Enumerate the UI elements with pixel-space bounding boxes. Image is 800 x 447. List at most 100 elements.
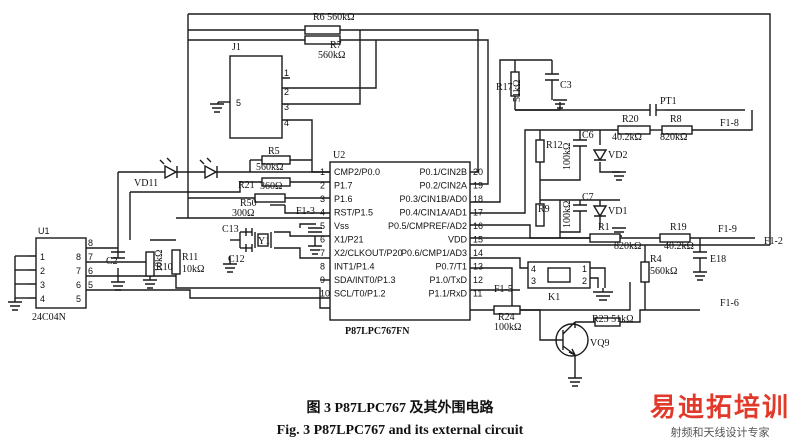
svg-text:820kΩ: 820kΩ (614, 241, 641, 252)
svg-text:VD2: VD2 (608, 150, 627, 161)
svg-text:5: 5 (76, 294, 81, 304)
svg-text:R1: R1 (598, 222, 610, 233)
relay-k1: 4 3 1 2 (527, 261, 591, 289)
crystal-y1 (254, 232, 272, 248)
svg-text:K1: K1 (548, 292, 560, 303)
mcu-pin-name: CMP2/P0.0 (334, 167, 380, 177)
svg-text:100kΩ: 100kΩ (494, 322, 521, 333)
connector-j1: 1 2 3 4 5 (229, 55, 290, 139)
mcu-pin-number: 9 (320, 275, 325, 285)
mcu-pin-name: P1.0/TxD (429, 275, 467, 285)
svg-text:8: 8 (76, 252, 81, 262)
svg-text:VD1: VD1 (608, 206, 627, 217)
mcu-pin-name: P0.2/CIN2A (419, 181, 467, 191)
svg-text:VQ9: VQ9 (590, 338, 609, 349)
svg-text:24C04N: 24C04N (32, 312, 66, 323)
svg-text:1: 1 (40, 252, 45, 262)
resistor-r4 (640, 261, 650, 283)
svg-text:C3: C3 (560, 80, 572, 91)
svg-text:F1-6: F1-6 (720, 298, 739, 309)
capacitor-vss (308, 227, 322, 233)
mcu-pin-name: Vss (334, 221, 350, 231)
svg-text:R24: R24 (498, 312, 515, 323)
mcu-pin-number: 6 (320, 235, 325, 245)
svg-text:10kΩ: 10kΩ (182, 264, 204, 275)
ground-symbols (8, 99, 707, 387)
mcu-pin-number: 19 (473, 181, 483, 191)
mcu-pin-number: 13 (473, 262, 483, 272)
resistor-r9 (535, 203, 545, 227)
svg-text:560kΩ: 560kΩ (318, 50, 345, 61)
resistor-r11 (171, 249, 181, 275)
caption-english: Fig. 3 P87LPC767 and its external circui… (276, 423, 524, 438)
svg-text:J1: J1 (232, 42, 241, 53)
svg-text:F1-8: F1-8 (720, 118, 739, 129)
mcu-pin-name: SCL/T0/P1.2 (334, 289, 386, 299)
mcu-pin-number: 20 (473, 167, 483, 177)
diodes (150, 149, 608, 218)
mcu-pin-number: 3 (320, 194, 325, 204)
svg-text:R11: R11 (182, 252, 198, 263)
capacitor-e18 (693, 251, 707, 266)
mcu-pin-name: P0.1/CIN2B (419, 167, 467, 177)
mcu-pin-name: RST/P1.5 (334, 208, 373, 218)
mcu-pin-number: 16 (473, 221, 483, 231)
diode-led (204, 164, 218, 180)
svg-text:6: 6 (76, 280, 81, 290)
resistor-r23 (594, 317, 621, 327)
svg-text:C12: C12 (228, 254, 245, 265)
svg-text:F1-2: F1-2 (764, 236, 783, 247)
mcu-pin-number: 5 (320, 221, 325, 231)
svg-text:3: 3 (40, 280, 45, 290)
svg-text:R4: R4 (650, 254, 662, 265)
resistor-r7 (304, 35, 341, 45)
svg-text:R6 560kΩ: R6 560kΩ (313, 12, 355, 23)
svg-text:PT1: PT1 (660, 96, 677, 107)
caption-chinese: 图 3 P87LPC767 及其外围电路 (306, 401, 494, 416)
resistor-r1 (589, 233, 621, 243)
component-labels: R6 560kΩ R7 560kΩ J1 R17 51kΩ C3 PT1 R20… (106, 12, 783, 349)
mcu-pin-number: 1 (320, 167, 325, 177)
mcu-pin-number: 2 (320, 181, 325, 191)
svg-text:F1-9: F1-9 (718, 224, 737, 235)
resistor-r12 (535, 139, 545, 163)
svg-text:7: 7 (76, 266, 81, 276)
mcu-pin-number: 18 (473, 194, 483, 204)
svg-text:3: 3 (284, 102, 289, 112)
svg-text:E18: E18 (710, 254, 726, 265)
svg-text:R7: R7 (330, 40, 342, 51)
svg-text:360Ω: 360Ω (260, 181, 282, 192)
resistor-r50 (254, 193, 286, 203)
svg-text:R9: R9 (538, 204, 550, 215)
svg-text:7: 7 (88, 252, 93, 262)
svg-text:300Ω: 300Ω (232, 208, 254, 219)
svg-text:R23 51kΩ: R23 51kΩ (592, 314, 634, 325)
resistor-r6 (304, 25, 341, 35)
svg-text:4: 4 (284, 118, 289, 128)
svg-text:U1: U1 (38, 226, 50, 236)
mcu-pin-name: X1/P21 (334, 235, 364, 245)
svg-text:R5: R5 (268, 146, 280, 157)
svg-text:R8: R8 (670, 114, 682, 125)
svg-text:100kΩ: 100kΩ (562, 201, 573, 228)
svg-text:Y1: Y1 (258, 236, 270, 247)
capacitor-c6 (573, 139, 587, 158)
svg-text:5: 5 (236, 98, 241, 108)
svg-text:10kΩ: 10kΩ (154, 250, 165, 272)
capacitor-c12 (245, 244, 253, 252)
mcu-pin-number: 12 (473, 275, 483, 285)
svg-text:2: 2 (40, 266, 45, 276)
svg-text:U2: U2 (333, 150, 345, 161)
svg-text:6: 6 (88, 266, 93, 276)
resistors (145, 25, 693, 327)
mcu-pin-name: X2/CLKOUT/P20 (334, 248, 403, 258)
transistor-vq9 (555, 321, 589, 357)
svg-text:R20: R20 (622, 114, 639, 125)
mcu-right-pins: 20P0.1/CIN2B19P0.2/CIN2A18P0.3/CIN1B/AD0… (388, 167, 483, 299)
svg-text:C7: C7 (582, 192, 594, 203)
svg-text:100kΩ: 100kΩ (562, 143, 573, 170)
svg-text:F1-5: F1-5 (494, 284, 513, 295)
svg-text:2: 2 (284, 87, 289, 97)
